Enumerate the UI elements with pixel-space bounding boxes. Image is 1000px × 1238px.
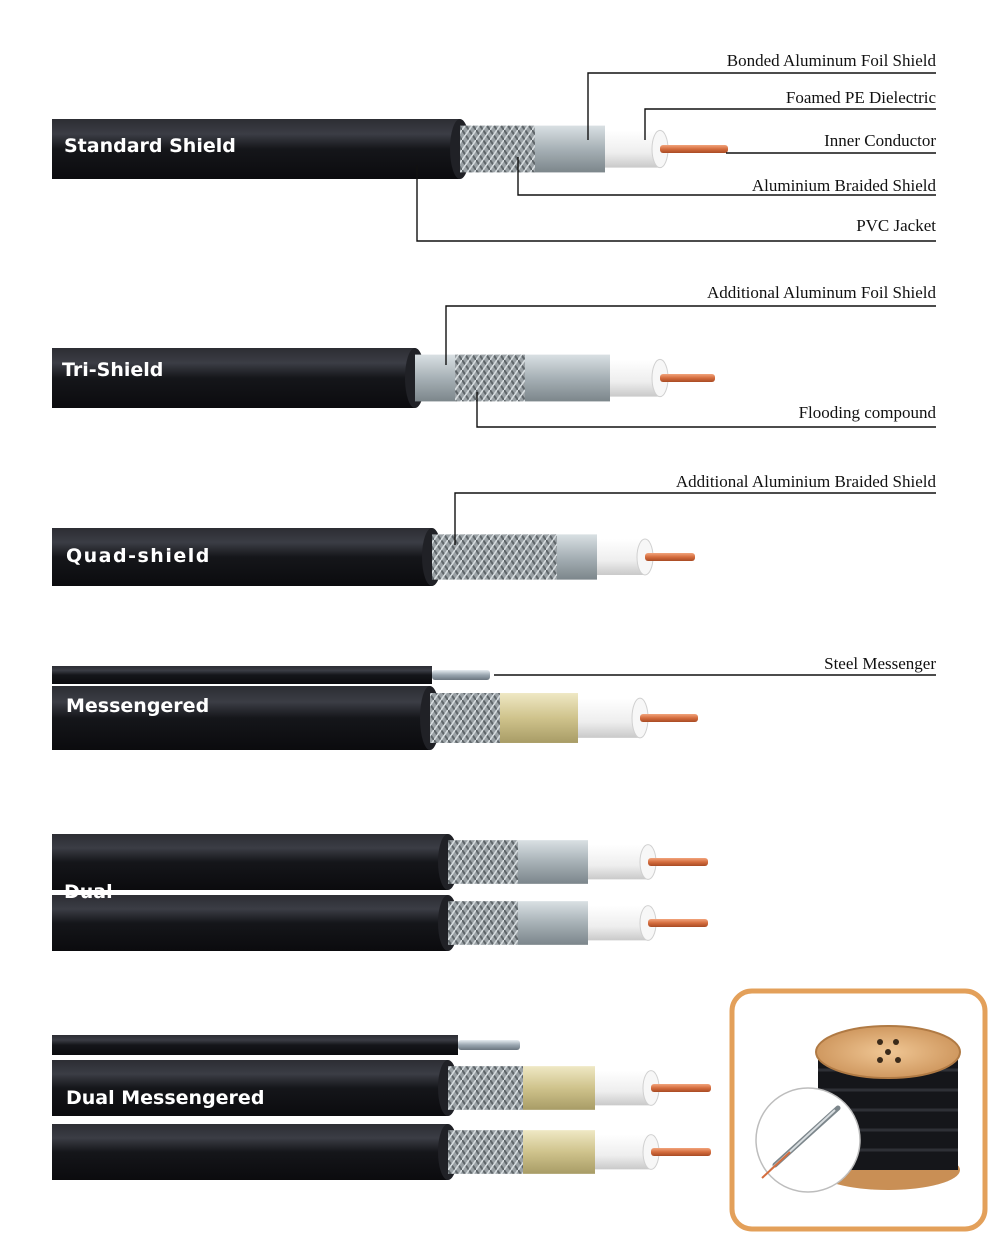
messenger-jacket xyxy=(52,666,432,684)
pvc-jacket xyxy=(52,1124,448,1180)
cable-label-standard-shield: Standard Shield xyxy=(64,135,236,157)
inner-conductor xyxy=(648,858,708,866)
inner-conductor xyxy=(660,374,715,382)
callout-foamed-pe: Foamed PE Dielectric xyxy=(786,88,937,107)
braid-shield-0 xyxy=(448,1130,523,1174)
inner-conductor xyxy=(645,553,695,561)
callout-braided-shield: Aluminium Braided Shield xyxy=(752,176,937,195)
braid-shield-0 xyxy=(460,125,535,173)
braid-shield-1 xyxy=(455,354,525,402)
braid-shield-0 xyxy=(448,1066,523,1110)
leader-additional-braid xyxy=(454,492,936,545)
foil-shield-1 xyxy=(535,125,605,173)
inner-conductor xyxy=(640,714,698,722)
pvc-jacket xyxy=(52,834,448,890)
leader-flooding-compound xyxy=(476,392,936,428)
cable-dual-top xyxy=(52,834,708,890)
gold-shield-1 xyxy=(523,1130,595,1174)
cable-messengered xyxy=(52,686,698,750)
foil-shield-1 xyxy=(518,901,588,945)
cable-quad-shield xyxy=(52,528,695,586)
braid-shield-0 xyxy=(448,840,518,884)
cable-messengered-messenger xyxy=(52,666,490,684)
gold-shield-1 xyxy=(523,1066,595,1110)
cable-dual-messengered-messenger xyxy=(52,1035,520,1055)
cable-dual-messengered-bottom xyxy=(52,1124,711,1180)
leader-foamed-pe xyxy=(644,108,936,140)
cable-dual-messengered-top xyxy=(52,1060,711,1116)
dielectric xyxy=(578,698,640,738)
callout-steel-messenger: Steel Messenger xyxy=(824,654,936,673)
cable-tri-shield xyxy=(52,348,715,408)
inner-conductor xyxy=(660,145,728,153)
dielectric xyxy=(595,1134,651,1170)
steel-messenger-wire xyxy=(458,1040,520,1050)
callout-additional-foil: Additional Aluminum Foil Shield xyxy=(707,283,937,302)
braid-shield-1 xyxy=(502,534,557,580)
cable-label-tri-shield: Tri-Shield xyxy=(62,359,163,381)
braid-shield-0 xyxy=(432,534,502,580)
cable-spool-icon xyxy=(755,1025,961,1193)
gold-shield-1 xyxy=(500,693,578,743)
messenger-jacket xyxy=(52,1035,458,1055)
cable-label-messengered: Messengered xyxy=(66,695,209,717)
pvc-jacket xyxy=(52,895,448,951)
foil-shield-0 xyxy=(415,354,455,402)
callout-pvc-jacket: PVC Jacket xyxy=(856,216,936,235)
cable-label-dual: Dual xyxy=(64,881,113,903)
leader-pvc-jacket xyxy=(416,165,936,242)
cable-label-quad-shield: Quad-shield xyxy=(66,545,211,567)
callout-inner-conductor: Inner Conductor xyxy=(824,131,936,150)
inner-conductor xyxy=(648,919,708,927)
cable-dual-bottom xyxy=(52,895,708,951)
cable-label-dual-messengered: Dual Messengered xyxy=(66,1087,264,1109)
foil-shield-1 xyxy=(518,840,588,884)
pvc-jacket xyxy=(52,686,430,750)
dielectric xyxy=(605,130,660,168)
inner-conductor xyxy=(651,1148,711,1156)
foil-shield-2 xyxy=(557,534,597,580)
callout-bonded-foil: Bonded Aluminum Foil Shield xyxy=(727,51,937,70)
cable-spool-inset xyxy=(729,988,988,1232)
leader-braided-shield xyxy=(517,157,936,196)
pvc-jacket xyxy=(52,1060,448,1116)
callout-additional-braid: Additional Aluminium Braided Shield xyxy=(676,472,937,491)
inner-conductor xyxy=(651,1084,711,1092)
pvc-jacket xyxy=(52,119,460,179)
cable-standard-shield xyxy=(52,119,728,179)
steel-messenger-wire xyxy=(432,670,490,680)
callout-flooding-compound: Flooding compound xyxy=(799,403,937,422)
dielectric xyxy=(588,905,648,941)
foil-shield-2 xyxy=(525,354,610,402)
leader-bonded-foil xyxy=(587,72,936,140)
braid-shield-0 xyxy=(448,901,518,945)
pvc-jacket xyxy=(52,528,432,586)
braid-shield-0 xyxy=(430,693,500,743)
dielectric xyxy=(595,1070,651,1106)
pvc-jacket xyxy=(52,348,415,408)
dielectric xyxy=(588,844,648,880)
leader-additional-foil xyxy=(445,305,936,365)
